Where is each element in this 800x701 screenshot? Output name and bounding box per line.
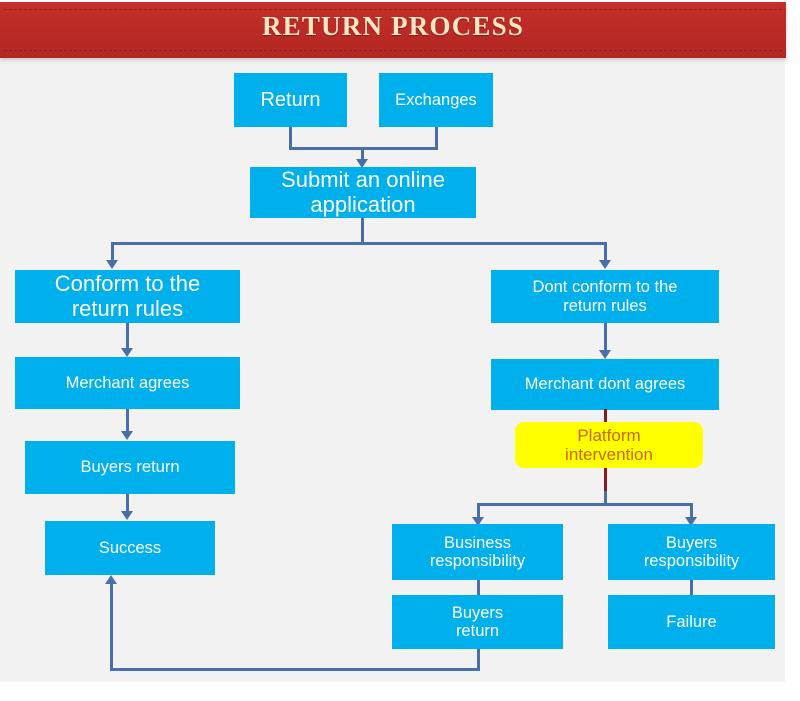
node-return[interactable]: Return — [234, 73, 347, 127]
node-success[interactable]: Success — [45, 521, 215, 575]
node-conform-to-return-rules[interactable]: Conform to the return rules — [15, 270, 240, 323]
connector-branch-right-down — [604, 242, 607, 262]
node-platform-intervention[interactable]: Platform intervention — [515, 422, 703, 468]
connector-dont-conform-to-merchant-dont — [604, 322, 607, 352]
banner-stitch-top — [4, 9, 782, 10]
arrowhead-into-conform — [106, 260, 118, 269]
arrowhead-into-buyers-return-left — [121, 431, 133, 440]
arrowhead-into-success-from-loop — [105, 575, 117, 584]
connector-branch-horizontal — [111, 242, 607, 245]
node-business-responsibility[interactable]: Business responsibility — [392, 524, 563, 580]
connector-branch-left-down — [111, 242, 114, 262]
arrowhead-into-submit — [356, 159, 368, 168]
connector-loop-up — [110, 584, 113, 670]
banner-stitch-bottom — [4, 50, 782, 51]
connector-responsibility-split — [477, 503, 693, 506]
connector-buyers-resp-to-failure — [690, 579, 693, 596]
node-merchant-dont-agrees[interactable]: Merchant dont agrees — [491, 359, 719, 410]
arrowhead-into-merchant-dont-agrees — [599, 350, 611, 359]
node-buyers-return-left[interactable]: Buyers return — [25, 441, 235, 494]
node-dont-conform-to-return-rules[interactable]: Dont conform to the return rules — [491, 270, 719, 323]
connector-merchant-agrees-to-buyers-return — [126, 408, 129, 433]
arrowhead-into-merchant-agrees — [121, 348, 133, 357]
connector-merge-to-submit — [361, 147, 364, 161]
header-banner: RETURN PROCESS — [0, 2, 786, 58]
connector-loop-horizontal — [110, 668, 480, 671]
node-merchant-agrees[interactable]: Merchant agrees — [15, 357, 240, 409]
connector-submit-down — [361, 217, 364, 244]
connector-conform-to-merchant-agrees — [126, 322, 129, 350]
connector-business-resp-to-buyers-return — [477, 579, 480, 596]
connector-loop-down — [477, 648, 480, 671]
arrowhead-into-business-responsibility — [472, 517, 484, 526]
arrowhead-into-buyers-responsibility — [685, 517, 697, 526]
node-submit-application[interactable]: Submit an online application — [250, 167, 476, 218]
node-exchanges[interactable]: Exchanges — [379, 73, 493, 127]
page-title: RETURN PROCESS — [261, 11, 525, 41]
connector-return-down — [289, 127, 292, 149]
arrowhead-into-success — [121, 511, 133, 520]
connector-buyers-return-to-success — [126, 493, 129, 513]
node-buyers-return-right[interactable]: Buyers return — [392, 595, 563, 649]
node-buyers-responsibility[interactable]: Buyers responsibility — [608, 524, 775, 580]
connector-exchanges-down — [435, 127, 438, 149]
node-failure[interactable]: Failure — [608, 595, 775, 649]
connector-split-left-down — [477, 503, 480, 519]
connector-split-right-down — [690, 503, 693, 519]
arrowhead-into-dont-conform — [599, 260, 611, 269]
